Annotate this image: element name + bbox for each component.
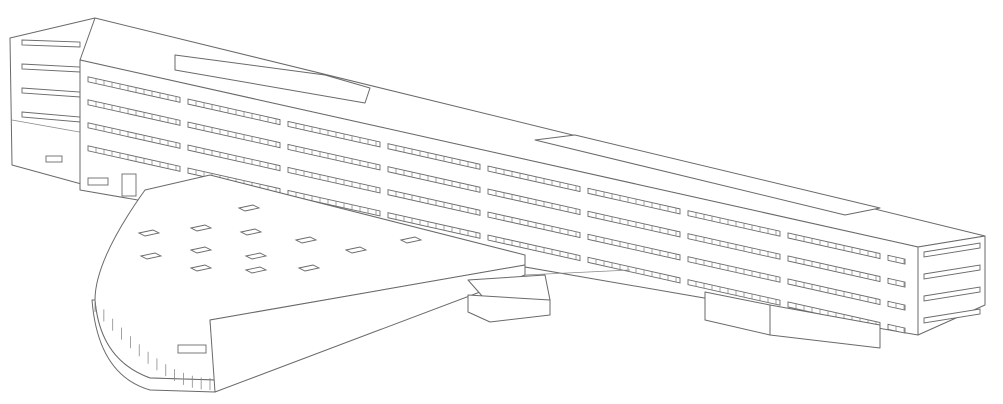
podium-edge-line bbox=[524, 269, 631, 276]
skylight bbox=[294, 236, 318, 244]
window-band bbox=[787, 278, 881, 306]
window-band bbox=[487, 234, 581, 262]
skylight bbox=[137, 229, 161, 237]
window-band bbox=[87, 99, 181, 126]
left-wing bbox=[9, 17, 99, 186]
skylight bbox=[139, 252, 163, 260]
podium bbox=[91, 174, 631, 393]
skylight bbox=[244, 266, 268, 274]
stair-box bbox=[467, 294, 551, 323]
roof-rooflight-2 bbox=[534, 134, 881, 216]
left-entrance-door bbox=[121, 173, 137, 197]
window-band bbox=[87, 76, 181, 103]
window-band bbox=[887, 323, 906, 334]
window-band bbox=[587, 210, 681, 238]
window-band bbox=[687, 233, 781, 260]
podium-sign-panel bbox=[177, 344, 207, 354]
window-band bbox=[287, 120, 381, 148]
window-band bbox=[687, 210, 781, 237]
main-block-windows bbox=[87, 76, 906, 334]
left-window-band bbox=[21, 39, 81, 48]
ground-canopy bbox=[769, 304, 881, 349]
window-band bbox=[887, 254, 906, 265]
window-band bbox=[887, 277, 906, 288]
window-band bbox=[387, 166, 481, 193]
skylight bbox=[399, 236, 423, 244]
window-band bbox=[387, 189, 481, 216]
window-band bbox=[387, 143, 481, 170]
window-band bbox=[187, 98, 281, 126]
skylight bbox=[237, 204, 261, 212]
window-band bbox=[487, 188, 581, 216]
main-block bbox=[79, 17, 986, 349]
left-wing-door bbox=[45, 155, 63, 163]
skylight bbox=[189, 264, 213, 272]
window-band bbox=[87, 145, 181, 172]
window-band bbox=[187, 121, 281, 149]
window-band bbox=[587, 256, 681, 284]
podium-curved-wall bbox=[91, 299, 216, 393]
window-band bbox=[687, 279, 781, 306]
end-facade-windows bbox=[923, 242, 981, 324]
roof-rooflight-1 bbox=[174, 54, 371, 104]
skylight bbox=[297, 264, 321, 272]
skylight bbox=[344, 246, 368, 254]
left-wing-ground-line bbox=[11, 119, 86, 134]
window-band bbox=[887, 300, 906, 311]
end-window-band bbox=[923, 308, 981, 324]
end-window-band bbox=[923, 286, 981, 302]
podium-skylights bbox=[137, 204, 423, 274]
window-band bbox=[187, 144, 281, 172]
skylight bbox=[189, 224, 213, 232]
window-band bbox=[787, 255, 881, 283]
window-band bbox=[587, 187, 681, 215]
skylight bbox=[239, 228, 263, 236]
left-entrance-window bbox=[87, 177, 109, 186]
skylight bbox=[244, 252, 268, 260]
main-block-end-facade bbox=[917, 235, 986, 336]
window-band bbox=[87, 122, 181, 149]
end-window-band bbox=[923, 242, 981, 258]
window-band bbox=[387, 212, 481, 239]
end-window-band bbox=[923, 264, 981, 280]
window-band bbox=[287, 166, 381, 194]
podium-curved-mullions bbox=[94, 300, 211, 390]
window-band bbox=[487, 165, 581, 193]
window-band bbox=[587, 233, 681, 261]
window-band bbox=[787, 232, 881, 260]
window-band bbox=[287, 189, 381, 217]
skylight bbox=[189, 246, 213, 254]
window-band bbox=[487, 211, 581, 239]
window-band bbox=[687, 256, 781, 283]
window-band bbox=[287, 143, 381, 171]
